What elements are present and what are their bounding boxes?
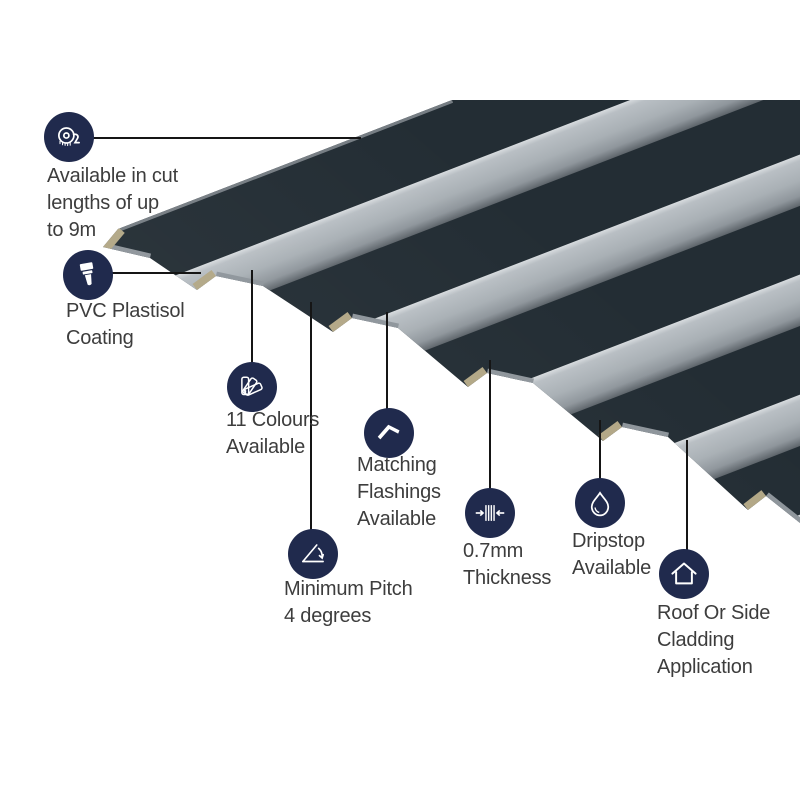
callout-line — [111, 272, 201, 274]
callout-line — [686, 440, 688, 550]
pitch-angle-icon — [288, 529, 338, 579]
flashing-icon — [364, 408, 414, 458]
callout-label-dripstop: Dripstop Available — [572, 530, 652, 579]
droplet-icon — [575, 478, 625, 528]
callout-label-thickness: 0.7mm Thickness — [463, 540, 552, 589]
colour-fan-icon — [227, 362, 277, 412]
callout-label-pitch: Minimum Pitch 4 degrees — [284, 578, 413, 627]
callout-label-coating: PVC Plastisol Coating — [66, 300, 185, 349]
callout-line — [93, 137, 361, 139]
callout-line — [386, 312, 388, 409]
tape-measure-icon — [44, 112, 94, 162]
callout-line — [489, 360, 491, 489]
callout-line — [599, 420, 601, 479]
house-icon — [659, 549, 709, 599]
callout-label-cladding: Roof Or Side Cladding Application — [657, 602, 771, 678]
callout-line — [251, 270, 253, 363]
callout-line — [310, 302, 312, 530]
thickness-icon — [465, 488, 515, 538]
callout-label-colours: 11 Colours Available — [226, 409, 320, 458]
paint-brush-icon — [63, 250, 113, 300]
callout-label-cut-lengths: Available in cut lengths of up to 9m — [47, 165, 178, 241]
callout-label-flashings: Matching Flashings Available — [357, 454, 441, 530]
